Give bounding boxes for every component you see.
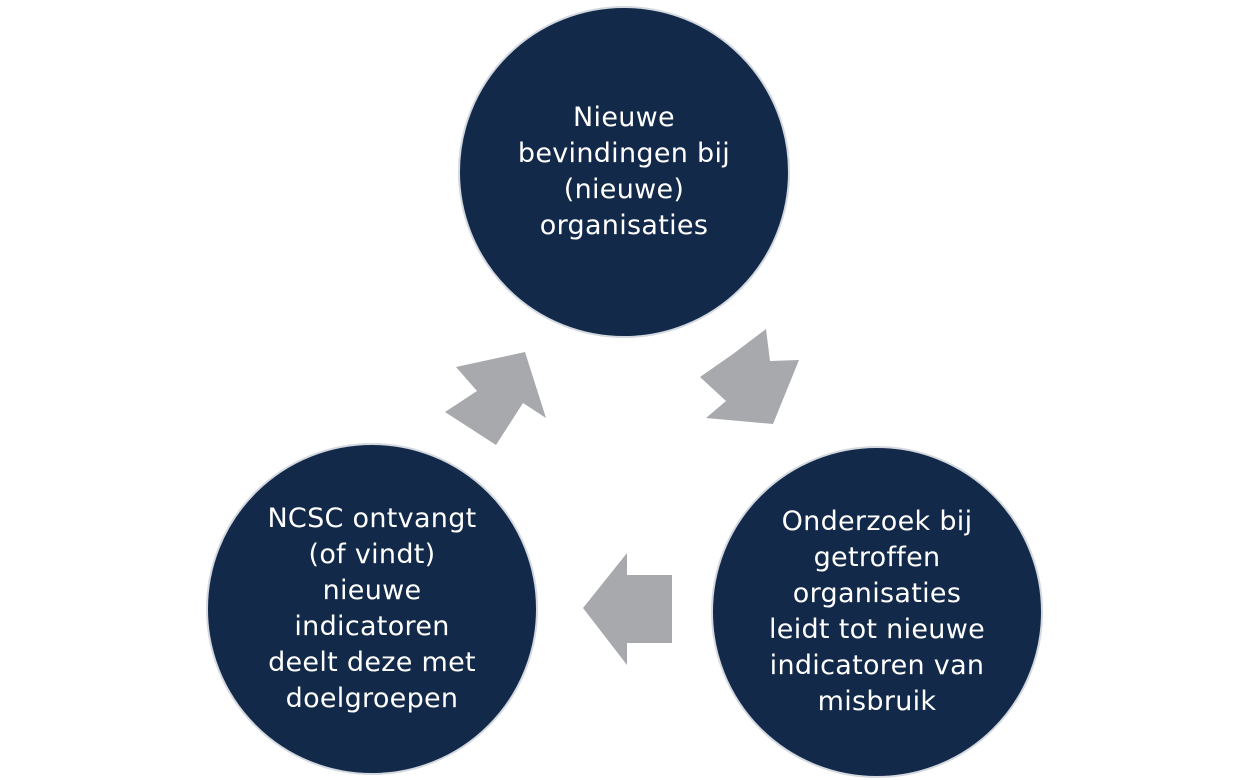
cycle-node-top: Nieuwe bevindingen bij (nieuwe) organisa… bbox=[458, 6, 790, 338]
cycle-node-left-label: NCSC ontvangt (of vindt) nieuwe indicato… bbox=[267, 503, 477, 714]
arrow-up-right-icon bbox=[445, 352, 546, 445]
cycle-node-top-label: Nieuwe bevindingen bij (nieuwe) organisa… bbox=[517, 102, 731, 241]
cycle-node-left: NCSC ontvangt (of vindt) nieuwe indicato… bbox=[206, 443, 538, 775]
arrow-right-down-icon bbox=[700, 329, 799, 424]
arrow-left-icon bbox=[583, 553, 672, 665]
cycle-node-right: Onderzoek bij getroffen organisaties lei… bbox=[711, 446, 1043, 778]
cycle-node-right-label: Onderzoek bij getroffen organisaties lei… bbox=[768, 506, 986, 717]
